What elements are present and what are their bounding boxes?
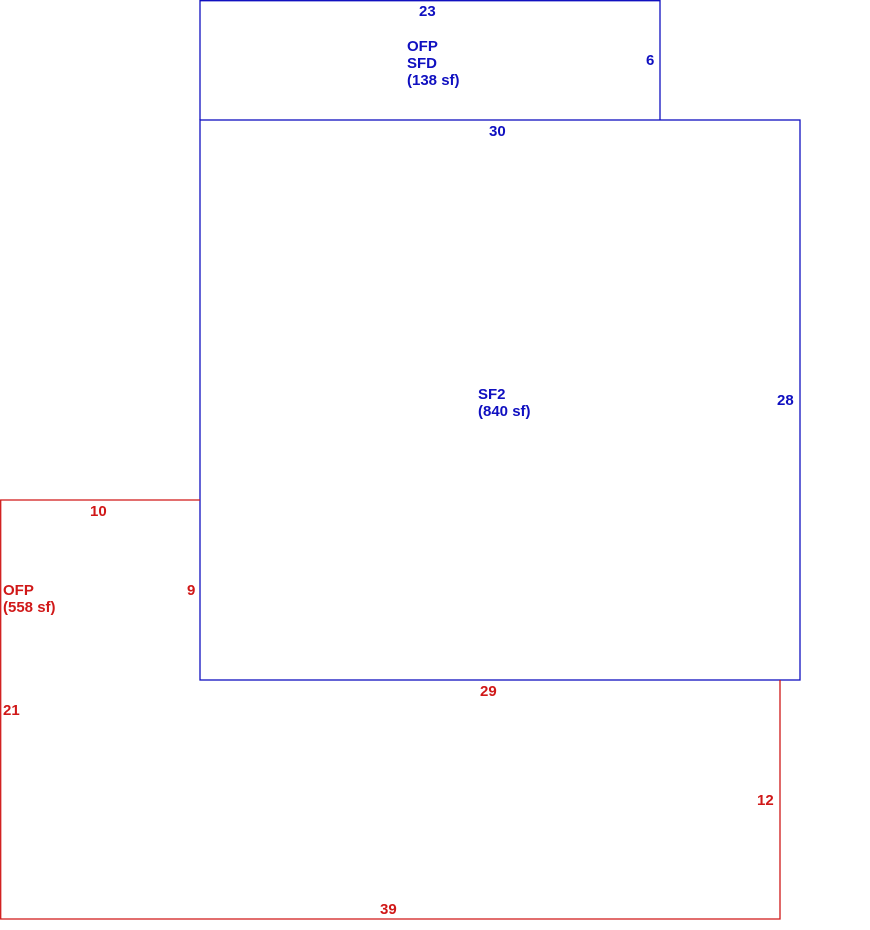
upper-area-outline [199, 0, 661, 120]
main-area-outline [199, 119, 801, 681]
porch-area-outline [0, 499, 781, 920]
porch-top-dimension: 10 [90, 503, 107, 520]
upper-area-name-line2: SFD [407, 55, 437, 72]
porch-left-dimension: 21 [3, 702, 20, 719]
upper-top-dimension: 23 [419, 3, 436, 20]
porch-area-size: (558 sf) [3, 599, 56, 616]
upper-area-name-line1: OFP [407, 38, 438, 55]
main-right-dimension: 28 [777, 392, 794, 409]
main-area-name: SF2 [478, 386, 506, 403]
porch-middle-dimension: 29 [480, 683, 497, 700]
porch-area-name: OFP [3, 582, 34, 599]
porch-inner-dimension: 9 [187, 582, 195, 599]
porch-right-dimension: 12 [757, 792, 774, 809]
porch-bottom-dimension: 39 [380, 901, 397, 918]
main-top-dimension: 30 [489, 123, 506, 140]
upper-area-size: (138 sf) [407, 72, 460, 89]
upper-right-dimension: 6 [646, 52, 654, 69]
main-area-size: (840 sf) [478, 403, 531, 420]
